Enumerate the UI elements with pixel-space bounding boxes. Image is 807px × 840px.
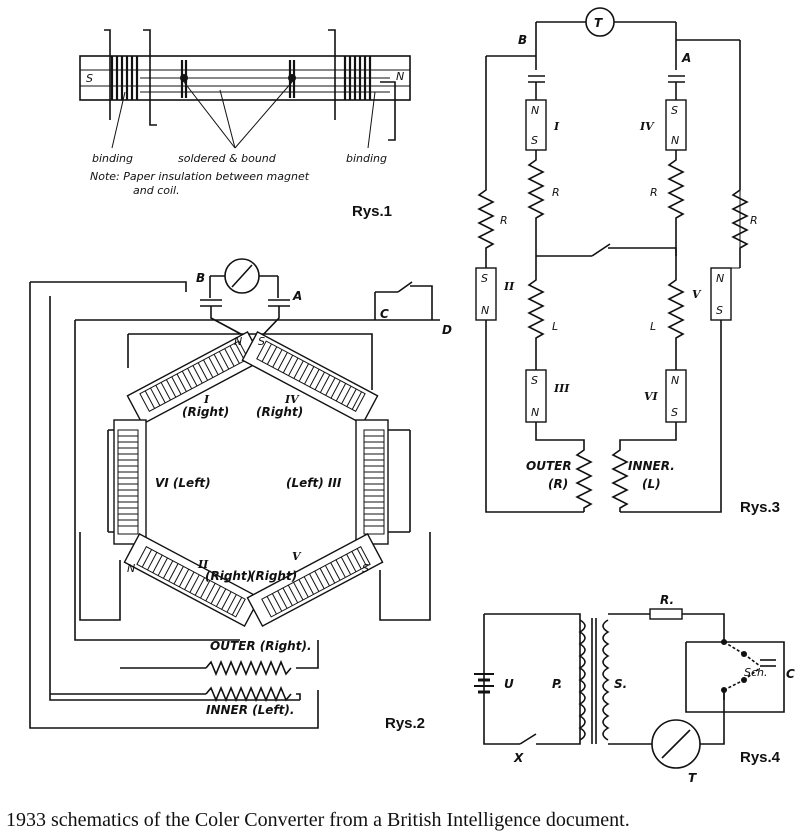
rys2-label-iv-side: (Right) (256, 405, 303, 419)
rys3-inner-sub: (L) (642, 477, 661, 491)
rys3-r4-label: R (750, 214, 758, 227)
rys3-iv-s: S (671, 104, 678, 117)
rys2-pole-s-bottom: S (362, 562, 369, 575)
rys3-iii-s: S (531, 374, 538, 387)
rys2-magnet-v (246, 533, 384, 627)
rys2-label-iv: IV (284, 393, 300, 406)
rys3-r2-label: R (650, 186, 658, 199)
rys2-label-i: I (203, 393, 210, 406)
rys2-magnet-iv (241, 331, 379, 425)
rys2-label-vi: VI (Left) (155, 476, 211, 490)
rys2-label-ii-side: (Right) (205, 569, 252, 583)
rys2-pole-n-bottom: N (127, 562, 135, 575)
rys3-label-iv: IV (639, 120, 655, 133)
rys3-l2-label: L (650, 320, 656, 333)
rys2-outer-coil (205, 659, 292, 677)
caption: 1933 schematics of the Coler Converter f… (6, 809, 630, 831)
rys3-meter-label: T (594, 16, 603, 30)
rys3-terminal-b: B (518, 33, 527, 47)
rys1-note-line2: and coil. (133, 184, 180, 197)
rys4-secondary-label: S. (614, 677, 627, 691)
rys4-resistor-label: R. (660, 593, 674, 607)
rys3-r3-label: R (500, 214, 508, 227)
rys3-figure-label: Rys.3 (740, 499, 780, 516)
rys2-label-i-side: (Right) (182, 405, 229, 419)
rys3-inductor-l2 (667, 256, 685, 370)
rys2-magnet-iii (355, 419, 389, 545)
rys3-resistor-r3 (477, 56, 495, 268)
rys3-r1-label: R (552, 186, 560, 199)
rys2-figure: B A C D (29, 258, 452, 732)
rys3-iii-n: N (531, 406, 539, 419)
rys2-pole-n-top: N (234, 335, 242, 348)
rys3-ii-n: N (481, 304, 489, 317)
rys3-resistor-r1 (527, 150, 545, 256)
rys4-cap-label: C (786, 667, 795, 681)
rys1-pole-right: N (396, 70, 404, 83)
rys3-label-iii: III (553, 382, 570, 395)
rys2-label-ii: II (197, 558, 209, 571)
rys4-sch-label: Sch. (744, 666, 768, 679)
rys3-terminal-a: A (681, 51, 691, 65)
rys2-label-v: V (292, 550, 302, 563)
rys2-figure-label: Rys.2 (385, 715, 425, 732)
rys4-primary-label: P. (552, 677, 562, 691)
rys4-resistor (649, 608, 683, 620)
rys2-label-iii: (Left) III (286, 476, 342, 490)
rys2-magnet-i (126, 331, 264, 425)
rys3-outer-coil (535, 422, 593, 512)
rys3-ii-s: S (481, 272, 488, 285)
rys4-primary-coil (578, 619, 586, 741)
rys3-label-i: I (553, 120, 560, 133)
rys1-note-line1: Note: Paper insulation between magnet (90, 170, 310, 183)
rys4-switch-label: X (513, 751, 524, 765)
rys2-outer-coil-label: OUTER (Right). (210, 639, 312, 653)
rys3-label-ii: II (503, 280, 515, 293)
rys3-inductor-l1 (527, 256, 545, 370)
rys3-figure: T B A N S I R S N IV R L S N III L N (475, 7, 780, 516)
rys4-figure: X U P. S. R. T Sch. C Rys.4 (474, 593, 795, 785)
rys4-figure-label: Rys.4 (740, 749, 781, 766)
rys4-battery-label: U (504, 677, 514, 691)
rys1-figure: S N binding soldered & bound binding Not… (79, 29, 411, 220)
rys2-magnet-ii (123, 533, 261, 627)
rys2-label-v-side: (Right) (250, 569, 297, 583)
rys1-binding-right-label: binding (346, 152, 387, 165)
schematic-drawing: S N binding soldered & bound binding Not… (29, 7, 795, 785)
rys2-inner-coil-label: INNER (Left). (206, 703, 294, 717)
rys3-inner-coil (611, 422, 677, 512)
rys1-binding-left-label: binding (92, 152, 133, 165)
rys2-terminal-a: A (292, 289, 302, 303)
rys3-i-n: N (531, 104, 539, 117)
rys2-inner-coil (205, 685, 292, 703)
rys1-figure-label: Rys.1 (352, 203, 392, 220)
rys2-magnet-vi (113, 419, 147, 545)
rys3-inner-label: INNER. (628, 459, 675, 473)
rys3-label-vi: VI (644, 390, 659, 403)
rys3-v-s: S (716, 304, 723, 317)
rys3-resistor-r2 (667, 150, 685, 256)
rys2-terminal-b: B (196, 271, 205, 285)
rys4-meter-label: T (688, 771, 697, 785)
rys2-pole-s-top: S (258, 335, 265, 348)
rys4-battery-icon (474, 673, 494, 694)
rys1-pole-left: S (86, 72, 93, 85)
rys3-iv-n: N (671, 134, 679, 147)
rys3-outer-label: OUTER (526, 459, 572, 473)
rys2-terminal-d: D (442, 323, 452, 337)
rys1-soldered-label: soldered & bound (178, 152, 277, 165)
rys3-vi-n: N (671, 374, 679, 387)
rys3-l1-label: L (552, 320, 558, 333)
rys4-secondary-coil (602, 619, 610, 741)
rys2-terminal-c: C (380, 307, 389, 321)
rys3-v-n: N (716, 272, 724, 285)
rys3-i-s: S (531, 134, 538, 147)
rys4-meter-icon (651, 719, 701, 769)
rys3-label-v: V (692, 288, 702, 301)
rys3-vi-s: S (671, 406, 678, 419)
rys3-outer-sub: (R) (548, 477, 568, 491)
